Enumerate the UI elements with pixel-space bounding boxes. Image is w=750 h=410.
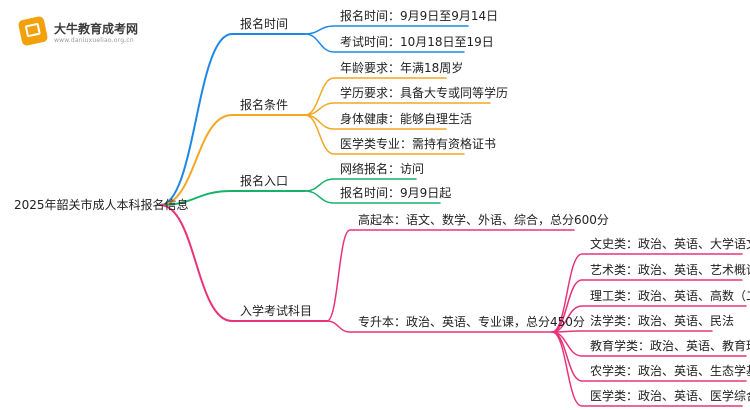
root-topic: 2025年韶关市成人本科报名信息 bbox=[14, 198, 189, 212]
leaf-online-registration: 网络报名：访问 bbox=[340, 162, 425, 176]
subject-jiaoyu: 教育学类：政治、英语、教育理论 bbox=[590, 339, 750, 353]
link-branch-time bbox=[159, 33, 306, 206]
leaf-health-requirement: 身体健康：能够自理生活 bbox=[340, 112, 473, 126]
link-leaf-zhuanshengben bbox=[326, 320, 553, 333]
subject-faxue: 法学类：政治、英语、民法 bbox=[590, 314, 735, 328]
branch-registration-entry: 报名入口 bbox=[240, 174, 289, 188]
link-subject-2 bbox=[551, 305, 747, 333]
link-subject-6 bbox=[551, 331, 743, 407]
leaf-education-requirement: 学历要求：具备大专或同等学历 bbox=[340, 86, 509, 100]
leaf-gaoqiben: 高起本：语文、数学、外语、综合，总分600分 bbox=[358, 213, 609, 227]
link-subject-3 bbox=[551, 330, 713, 333]
leaf-age-requirement: 年龄要求：年满18周岁 bbox=[340, 61, 464, 75]
link-branch-entry bbox=[159, 190, 306, 206]
link-leaf-gaoqiben bbox=[326, 229, 575, 322]
site-logo: 大牛教育成考网 www.daniuxueliao.org.cn bbox=[17, 12, 140, 50]
link-leaf-entry-1 bbox=[304, 190, 441, 204]
link-leaf-cond-0 bbox=[304, 77, 447, 116]
logo-url: www.daniuxueliao.org.cn bbox=[54, 37, 134, 44]
link-subject-1 bbox=[551, 279, 743, 333]
leaf-registration-period: 报名时间：9月9日至9月14日 bbox=[340, 9, 499, 23]
subject-yishu: 艺术类：政治、英语、艺术概论 bbox=[590, 263, 750, 277]
branch-registration-conditions: 报名条件 bbox=[240, 98, 289, 112]
link-leaf-entry-0 bbox=[304, 178, 417, 192]
leaf-exam-time: 考试时间：10月18日至19日 bbox=[340, 35, 494, 49]
branch-registration-time: 报名时间 bbox=[240, 17, 289, 31]
link-leaf-time-1 bbox=[304, 33, 465, 53]
subject-ligong: 理工类：政治、英语、高数（二） bbox=[590, 289, 750, 303]
logo-name: 大牛教育成考网 bbox=[54, 22, 139, 36]
link-branch-conditions bbox=[159, 114, 306, 206]
subject-yixue: 医学类：政治、英语、医学综合 bbox=[590, 389, 750, 403]
link-leaf-cond-3 bbox=[304, 114, 465, 155]
link-leaf-time-0 bbox=[304, 25, 469, 35]
link-subject-0 bbox=[551, 253, 743, 333]
branch-entrance-exam-subjects: 入学考试科目 bbox=[240, 304, 313, 318]
subject-nongxue: 农学类：政治、英语、生态学基础 bbox=[590, 364, 750, 378]
link-branch-subjects bbox=[159, 204, 328, 322]
leaf-zhuanshengben: 专升本：政治、英语、专业课，总分450分 bbox=[358, 315, 585, 329]
leaf-medical-requirement: 医学类专业：需持有资格证书 bbox=[340, 137, 497, 151]
leaf-registration-start: 报名时间：9月9日起 bbox=[340, 186, 452, 200]
subject-wenshi: 文史类：政治、英语、大学语文 bbox=[590, 237, 750, 251]
link-leaf-cond-1 bbox=[304, 102, 491, 116]
